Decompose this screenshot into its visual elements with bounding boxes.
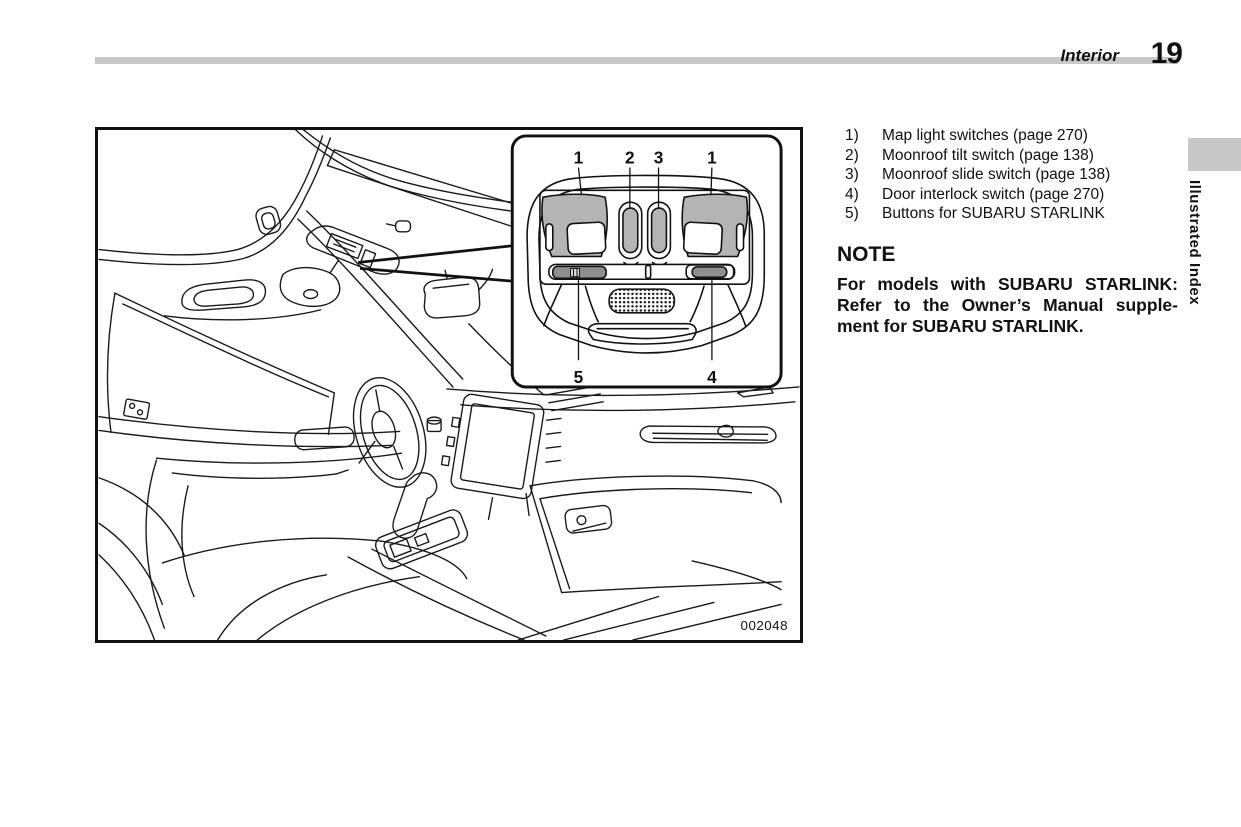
legend-item: 4) Door interlock switch (page 270) — [837, 185, 1178, 205]
legend-item-text: Moonroof tilt switch (page 138) — [882, 146, 1094, 164]
legend-item-text: Door interlock switch (page 270) — [882, 185, 1105, 203]
legend-item-number: 4) — [845, 185, 859, 203]
callout-2: 2 — [625, 148, 635, 168]
note-line: For models with SUBARU STARLINK: — [837, 273, 1178, 294]
overhead-console-inset: 1 2 3 1 5 4 — [510, 134, 783, 389]
floor-lines — [517, 560, 782, 640]
callout-leader-lines — [577, 167, 713, 361]
chapter-tab-label: Illustrated Index — [1186, 180, 1203, 306]
note-section: NOTE For models with SUBARU STARLINK: Re… — [837, 243, 1178, 337]
legend-item: 1) Map light switches (page 270) — [837, 126, 1178, 146]
legend: 1) Map light switches (page 270) 2) Moon… — [837, 126, 1178, 224]
door-interlock-switch — [691, 266, 728, 279]
figure-box: 1 2 3 1 5 4 002048 — [95, 127, 803, 643]
dashboard-top — [446, 386, 800, 412]
a-pillars — [297, 210, 545, 396]
glove-box — [529, 475, 782, 594]
right-column: 1) Map light switches (page 270) 2) Moon… — [837, 126, 1178, 337]
driver-window-door — [98, 292, 403, 640]
chapter-tab-marker — [1188, 138, 1241, 171]
legend-item: 2) Moonroof tilt switch (page 138) — [837, 146, 1178, 166]
legend-item-text: Map light switches (page 270) — [882, 127, 1088, 144]
legend-item-number: 3) — [845, 166, 859, 183]
callout-3: 3 — [654, 148, 664, 168]
legend-item-number: 1) — [845, 127, 859, 144]
legend-item-text: Buttons for SUBARU STARLINK — [882, 205, 1105, 222]
section-label: Interior — [1060, 46, 1119, 65]
car-interior-illustration: 1 2 3 1 5 4 002048 — [98, 130, 800, 640]
sun-visor — [326, 149, 512, 233]
gear-shifter — [347, 472, 547, 640]
legend-item: 3) Moonroof slide switch (page 138) — [837, 165, 1178, 185]
inset-connector-lines — [357, 244, 514, 283]
cabin-line-art — [98, 130, 800, 640]
driver-seat — [145, 459, 468, 640]
note-line: Refer to the Owner’s Manual supple- — [837, 294, 1178, 315]
callout-5: 5 — [574, 367, 584, 387]
figure-number: 002048 — [741, 618, 788, 633]
legend-item-number: 5) — [845, 205, 859, 222]
steering-wheel — [352, 376, 442, 488]
microphone-grille — [608, 288, 676, 314]
callout-4: 4 — [707, 367, 717, 387]
note-heading: NOTE — [837, 242, 896, 266]
legend-item-number: 2) — [845, 146, 859, 164]
infotainment-screen — [440, 385, 604, 521]
callout-1-right: 1 — [707, 148, 717, 168]
passenger-air-vent — [639, 424, 777, 444]
legend-item-text: Moonroof slide switch (page 138) — [882, 166, 1111, 183]
overhead-console-pod — [279, 225, 400, 308]
callout-1-left: 1 — [574, 148, 584, 168]
header-rule — [95, 57, 1178, 64]
page-number: 19 — [1150, 37, 1183, 70]
grab-handle — [181, 279, 267, 311]
legend-item: 5) Buttons for SUBARU STARLINK — [837, 204, 1178, 224]
note-line: ment for SUBARU STARLINK. — [837, 315, 1084, 336]
